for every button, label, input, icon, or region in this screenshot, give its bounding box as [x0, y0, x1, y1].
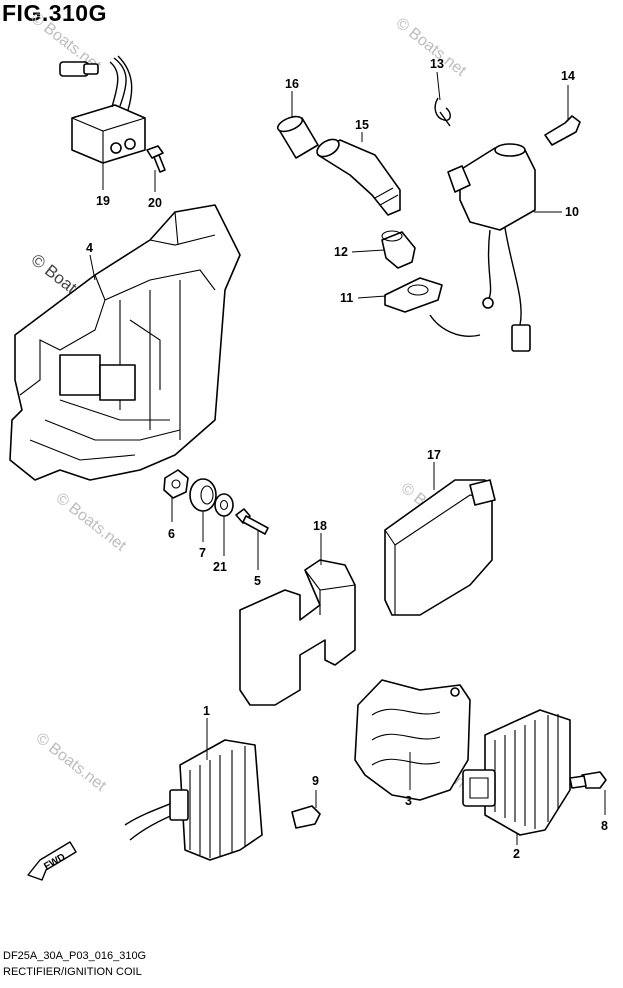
figure-code: DF25A_30A_P03_016_310G — [3, 950, 147, 962]
callout-18: 18 — [313, 519, 327, 533]
part-16-cap — [276, 115, 319, 159]
part-7-grommet — [189, 478, 217, 512]
callout-15: 15 — [355, 118, 369, 132]
part-2-rectifier — [462, 709, 571, 836]
callout-12: 12 — [334, 245, 348, 259]
part-4-bracket — [9, 204, 241, 481]
part-1-rectifier — [124, 739, 263, 861]
callout-21: 21 — [213, 560, 227, 574]
callout-10: 10 — [565, 205, 579, 219]
part-10-ignition-coil — [429, 143, 536, 352]
callout-17: 17 — [427, 448, 441, 462]
part-6-nut — [163, 469, 189, 499]
figure-caption: RECTIFIER/IGNITION COIL — [3, 966, 142, 978]
callout-2: 2 — [513, 847, 520, 861]
part-17-cdi-unit — [384, 479, 496, 616]
watermark: © Boats.net — [33, 730, 110, 795]
callout-14: 14 — [561, 69, 575, 83]
callout-19: 19 — [96, 194, 110, 208]
part-11-grommet — [384, 277, 443, 313]
part-18-foam-pad — [239, 559, 356, 706]
part-19-relay — [59, 55, 146, 164]
callout-20: 20 — [148, 196, 162, 210]
figure-title: FIG.310G — [2, 0, 107, 26]
callout-11: 11 — [340, 291, 353, 305]
part-14-bolt — [544, 115, 581, 146]
part-12-connector — [381, 230, 416, 269]
callout-3: 3 — [405, 794, 412, 808]
part-9-bolt — [291, 805, 321, 829]
part-13-clip — [434, 97, 451, 127]
callout-7: 7 — [199, 546, 206, 560]
callout-9: 9 — [312, 774, 319, 788]
part-5-bolt — [235, 508, 269, 535]
part-8-bolt — [569, 771, 607, 789]
leader-lines — [89, 71, 606, 845]
callout-16: 16 — [285, 77, 299, 91]
fwd-arrow: FWD — [27, 841, 77, 881]
callout-6: 6 — [168, 527, 175, 541]
callout-4: 4 — [86, 241, 93, 255]
callout-5: 5 — [254, 574, 261, 588]
part-3-bracket-plate — [354, 679, 471, 801]
part-20-bolt — [146, 145, 166, 173]
callout-13: 13 — [430, 57, 444, 71]
part-15-boot — [316, 138, 401, 216]
callout-1: 1 — [203, 704, 210, 718]
callout-8: 8 — [601, 819, 608, 833]
fwd-label: FWD — [42, 852, 67, 873]
part-21-washer — [214, 493, 234, 517]
callouts: 19 20 4 16 15 13 14 10 12 11 6 7 21 5 17… — [86, 57, 608, 861]
watermark: © Boats.net — [53, 490, 130, 555]
